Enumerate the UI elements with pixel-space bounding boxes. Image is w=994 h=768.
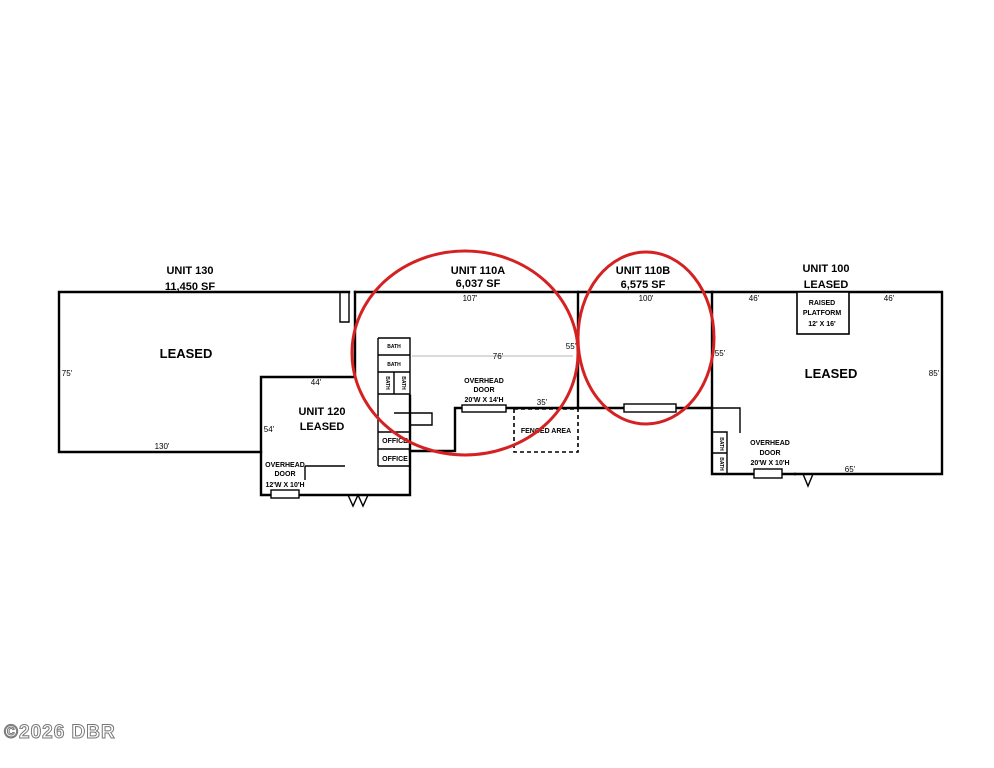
- unit-110a-title: UNIT 110A: [451, 265, 505, 277]
- bath-label-3: BATH: [384, 376, 390, 390]
- fenced-area-label: FENCED AREA: [521, 428, 571, 435]
- office-label-2: OFFICE: [382, 456, 408, 463]
- overhead-110a-line1: OVERHEAD: [464, 378, 504, 385]
- dimension-107: 107': [463, 294, 478, 303]
- overhead-120-line3: 12'W X 10'H: [265, 482, 304, 489]
- unit-100: UNIT 100 LEASED LEASED 46' 46' 55' 85' 6…: [710, 263, 944, 488]
- entry-door-120: [347, 493, 369, 508]
- unit-110b-area: 6,575 SF: [621, 279, 666, 291]
- overhead-100-line3: 20'W X 10'H: [750, 460, 789, 467]
- dimension-65: 65': [845, 465, 856, 474]
- unit-100-status: LEASED: [805, 366, 858, 381]
- raised-platform-line2: PLATFORM: [803, 310, 842, 317]
- overhead-door-100: [753, 468, 783, 479]
- entry-door-100: [802, 473, 814, 488]
- dimension-76: 76': [493, 352, 504, 361]
- dimension-55-right: 55': [715, 349, 726, 358]
- overhead-door-110b: [623, 403, 677, 413]
- unit-130-title: UNIT 130: [166, 265, 213, 277]
- unit-100-title: UNIT 100: [802, 263, 849, 275]
- unit-120: UNIT 120 LEASED 44' 54' OVERHEAD DOOR 12…: [259, 290, 412, 508]
- overhead-100-line2: DOOR: [760, 450, 781, 457]
- dimension-46-left: 46': [749, 294, 760, 303]
- dimension-100: 100': [639, 294, 654, 303]
- raised-platform: [796, 291, 850, 335]
- overhead-door-120: [270, 489, 300, 499]
- dimension-130: 130': [155, 442, 170, 451]
- dimension-44: 44': [311, 378, 322, 387]
- unit-110a: FENCED AREA UNIT 110A 6,037 SF 107' 76' …: [353, 265, 580, 466]
- unit-100-status-top: LEASED: [804, 279, 849, 291]
- bath-label-4: BATH: [400, 376, 406, 390]
- unit-130-status: LEASED: [160, 346, 213, 361]
- overhead-110a-line3: 20'W X 14'H: [464, 397, 503, 404]
- bath-label-5: BATH: [718, 437, 724, 451]
- raised-platform-line3: 12' X 16': [808, 321, 836, 328]
- unit-120-title: UNIT 120: [298, 406, 345, 418]
- dimension-46-right: 46': [884, 294, 895, 303]
- dimension-55-left: 55': [566, 342, 577, 351]
- dimension-85: 85': [929, 369, 940, 378]
- dimension-35: 35': [537, 398, 548, 407]
- overhead-100-line1: OVERHEAD: [750, 440, 790, 447]
- fenced-area: [513, 408, 579, 453]
- bath-label-2: BATH: [387, 362, 401, 368]
- overhead-110a-line2: DOOR: [474, 387, 495, 394]
- overhead-120-line2: DOOR: [275, 471, 296, 478]
- bath-label-6: BATH: [718, 457, 724, 471]
- unit-120-status: LEASED: [300, 421, 345, 433]
- unit-110a-area: 6,037 SF: [456, 278, 501, 290]
- raised-platform-line1: RAISED: [809, 300, 835, 307]
- highlight-circle-110b: [576, 250, 716, 426]
- dimension-75: 75': [62, 369, 73, 378]
- unit-110b: UNIT 110B 6,575 SF 100': [576, 265, 714, 413]
- unit-130: UNIT 130 11,450 SF LEASED 75' 130': [57, 265, 351, 454]
- overhead-120-line1: OVERHEAD: [265, 462, 305, 469]
- overhead-door-110a: [461, 404, 507, 413]
- unit-110b-title: UNIT 110B: [616, 265, 670, 277]
- watermark: ©2026 DBR: [4, 722, 116, 744]
- unit-130-area: 11,450 SF: [165, 281, 215, 293]
- bath-label-1: BATH: [387, 344, 401, 350]
- office-label-1: OFFICE: [382, 438, 408, 445]
- dimension-54: 54': [264, 425, 275, 434]
